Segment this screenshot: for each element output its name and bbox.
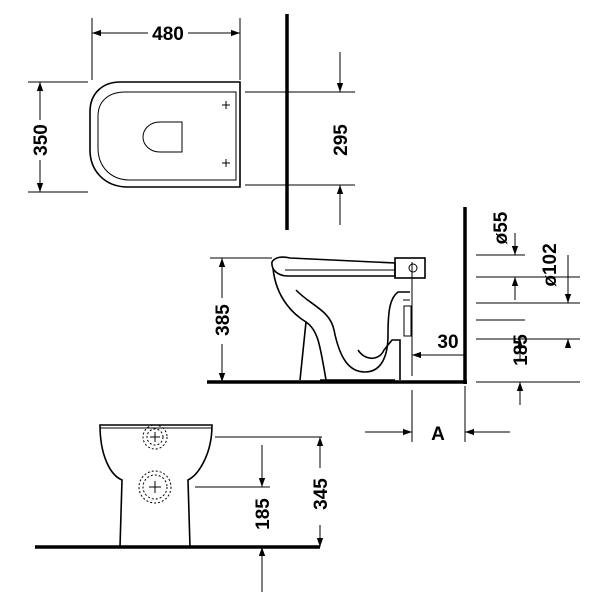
side-view-seat xyxy=(271,256,396,277)
dimension-side-wall-offset: A xyxy=(431,424,445,445)
dimension-side-outlet-diameter: ø102 xyxy=(540,243,561,286)
dimension-front-inlet-height: 345 xyxy=(311,478,332,510)
top-view-bowl-opening xyxy=(142,121,183,153)
top-view-bowl-outline xyxy=(89,81,241,188)
front-view-outlet xyxy=(138,470,172,504)
front-view-inlet xyxy=(142,424,168,450)
side-view-connector xyxy=(394,257,426,279)
hinge-hole-icon xyxy=(222,101,230,109)
dimension-top-seat-depth: 295 xyxy=(331,124,352,156)
front-view-bowl xyxy=(99,424,213,548)
top-view: 480 350 295 xyxy=(28,14,355,230)
dimension-side-height: 385 xyxy=(213,304,234,336)
hinge-hole-icon xyxy=(222,159,230,167)
dimension-side-inlet-diameter: ø55 xyxy=(491,211,512,244)
dimension-front-outlet-height: 185 xyxy=(253,498,274,530)
front-view: 185 345 xyxy=(35,424,332,592)
side-view-bowl-outer xyxy=(272,267,307,381)
dimension-side-outlet-offset: 30 xyxy=(437,332,458,353)
dimension-side-outlet-height: 185 xyxy=(511,334,532,366)
top-view-seat-outline xyxy=(97,91,237,181)
side-view-trap xyxy=(295,289,410,373)
dimension-top-depth: 350 xyxy=(31,124,52,156)
side-view: 385 30 ø55 ø102 185 A xyxy=(207,207,580,445)
dimension-top-width: 480 xyxy=(152,24,184,45)
